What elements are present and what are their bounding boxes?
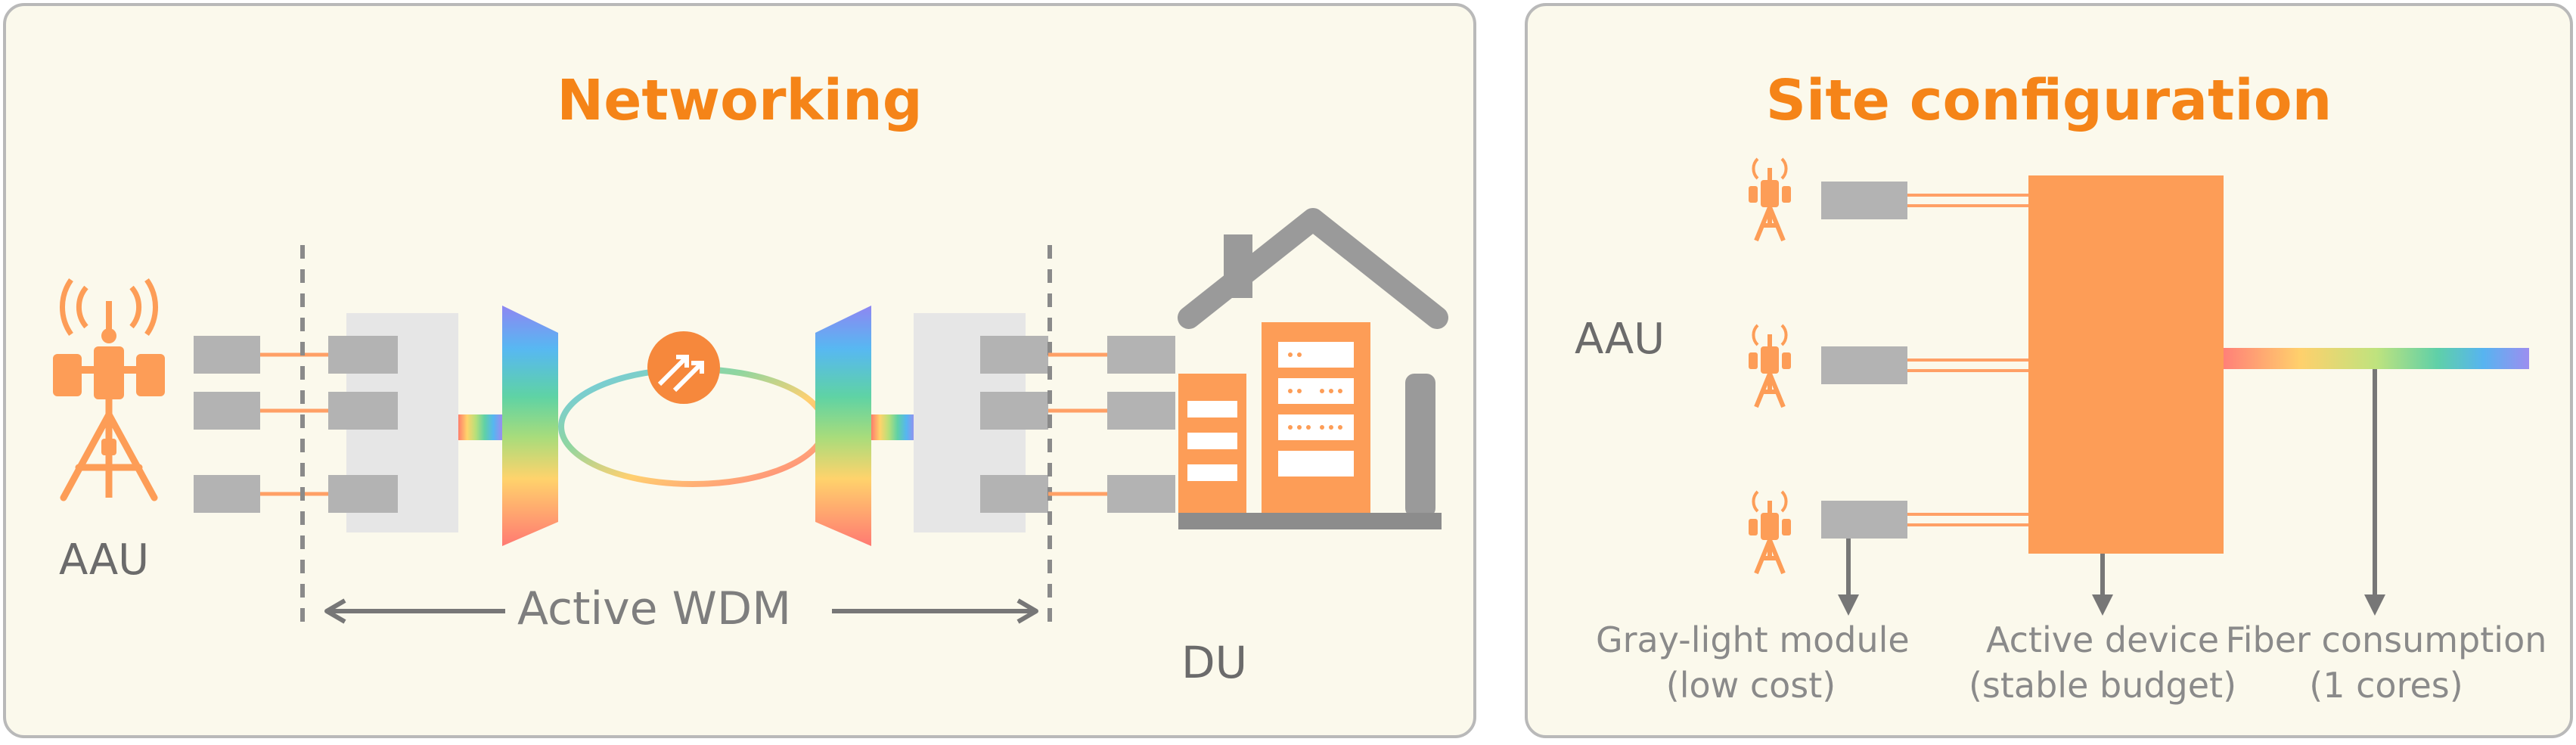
networking-diagram [53, 208, 1448, 631]
fiber-output-bar [2224, 348, 2529, 369]
gray-light-modules [1821, 182, 1907, 539]
du-module-column [1107, 336, 1175, 513]
active-device-caption: Active device (stable budget) [1944, 617, 2261, 708]
left-spectrum-bar [458, 414, 502, 440]
caption-line: Fiber consumption [2225, 619, 2547, 660]
du-building-icon [1178, 208, 1448, 529]
right-mux-prism [815, 306, 871, 546]
aau-antenna-icon-3 [1749, 492, 1791, 573]
left-wdm-ports [328, 336, 398, 513]
networking-aau-label: AAU [59, 535, 150, 585]
right-spectrum-bar [871, 414, 915, 440]
du-label: DU [1181, 637, 1248, 688]
caption-pointer-arrows [1838, 369, 2385, 616]
gray-light-module-caption: Gray-light module (low cost) [1596, 617, 1910, 708]
right-wdm-ports [980, 336, 1048, 513]
active-wdm-arrow [324, 598, 1038, 624]
site-aau-label: AAU [1575, 315, 1665, 364]
site-configuration-panel: Site configuration [1525, 3, 2573, 738]
networking-panel: Networking [3, 3, 1476, 738]
aau-antenna-icon-1 [1749, 159, 1791, 241]
module-connector-lines [1907, 194, 2030, 526]
caption-line: Active device [1985, 619, 2219, 660]
active-wdm-label: Active WDM [517, 582, 791, 635]
amplifier-icon [647, 331, 720, 404]
networking-title: Networking [557, 68, 923, 133]
left-module-column [194, 336, 260, 513]
aau-antenna-icon [53, 278, 165, 501]
caption-line: (1 cores) [2309, 665, 2463, 706]
site-configuration-diagram [1528, 6, 2529, 616]
left-fiber-lines [260, 352, 331, 496]
right-fiber-lines [1048, 352, 1107, 496]
caption-line: (low cost) [1665, 665, 1836, 706]
site-configuration-title: Site configuration [1765, 68, 2332, 133]
fiber-consumption-caption: Fiber consumption (1 cores) [2208, 617, 2564, 708]
active-device-block [2028, 175, 2224, 554]
aau-antenna-icon-2 [1749, 325, 1791, 407]
caption-line: (stable budget) [1968, 665, 2237, 706]
caption-line: Gray-light module [1596, 619, 1910, 660]
left-mux-prism [502, 306, 558, 546]
